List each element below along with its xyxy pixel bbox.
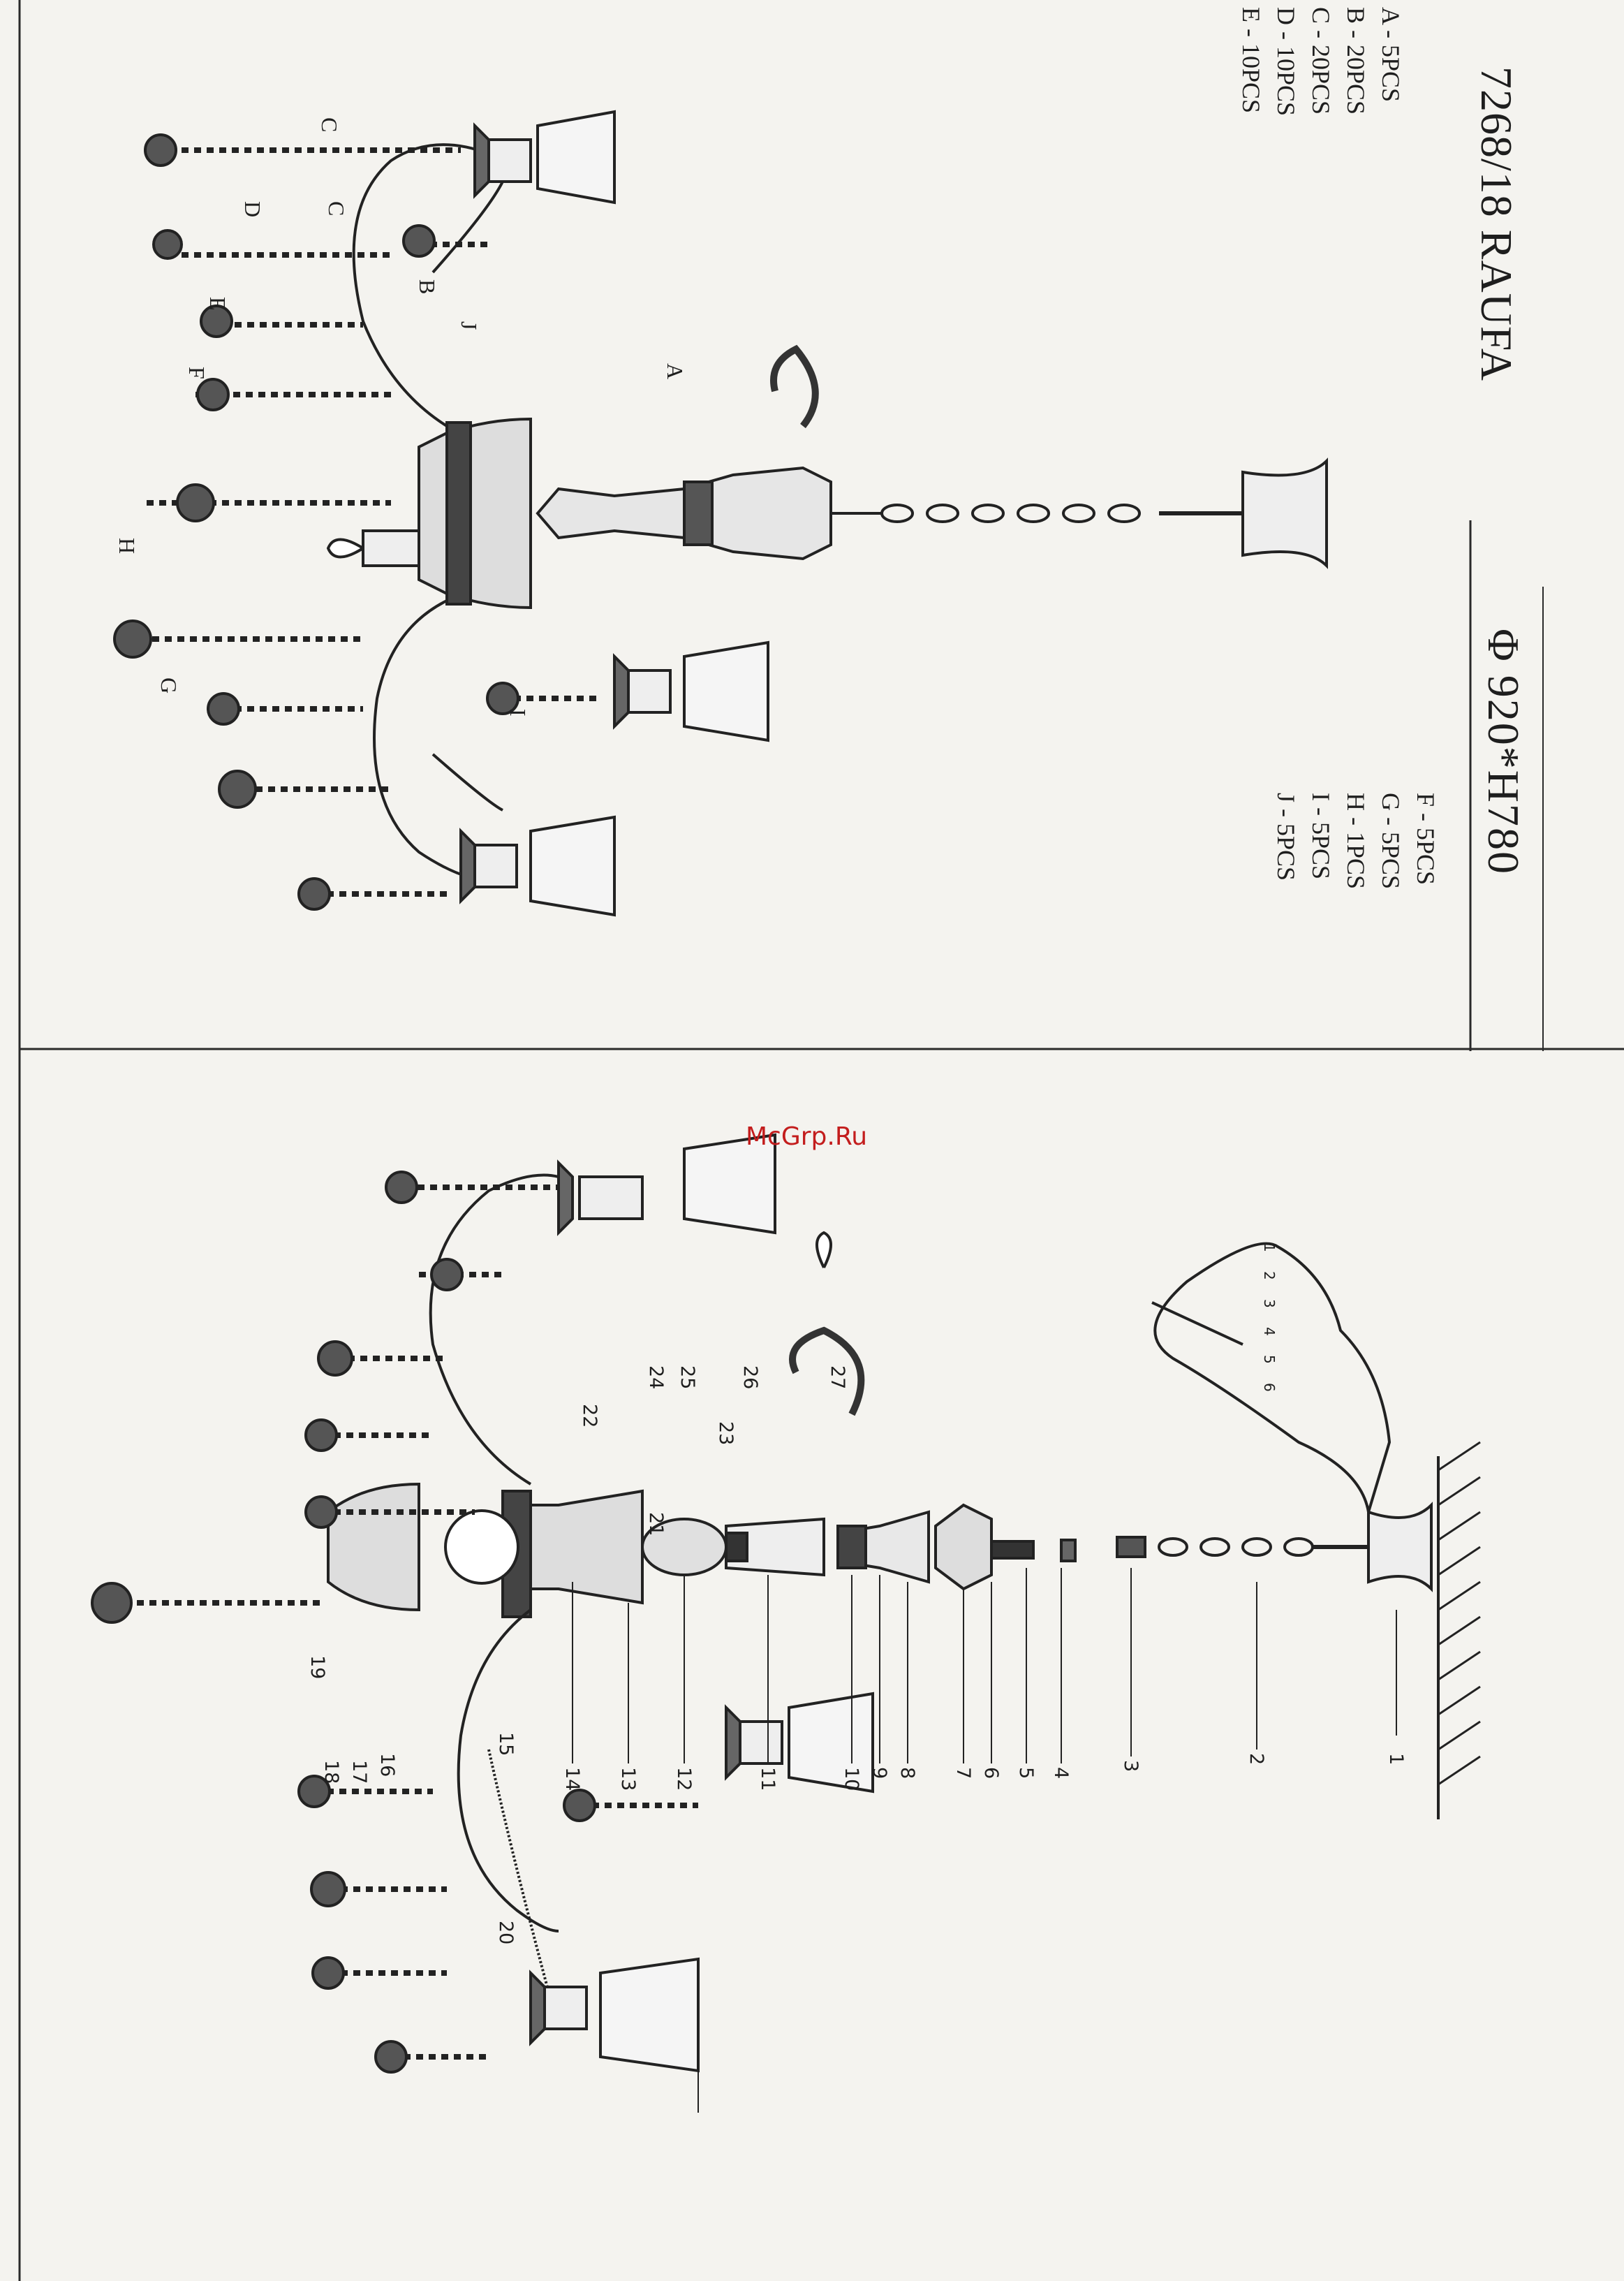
part-letter: H — [114, 538, 140, 554]
part-cup — [936, 1505, 991, 1589]
exploded-strands — [112, 1187, 698, 2057]
body-band — [447, 423, 471, 604]
part-band — [838, 1526, 866, 1568]
part-number: 16 — [376, 1753, 398, 1777]
part-number: 15 — [495, 1732, 517, 1756]
part-letter: A — [662, 363, 688, 379]
spare-bulb — [817, 1233, 831, 1268]
detail-bubble — [1155, 1244, 1389, 1512]
part-letter: G — [156, 677, 182, 694]
part-number: 22 — [579, 1404, 600, 1428]
part-number: 9 — [869, 1767, 890, 1779]
arm-left-lower — [374, 601, 489, 880]
part-letter: I — [505, 709, 531, 717]
detail-number: 5 — [1261, 1355, 1278, 1364]
parts-list-item: E - 10PCS — [1239, 7, 1264, 113]
exploded-chain — [1117, 1537, 1313, 1557]
part-number: 14 — [561, 1767, 583, 1791]
arm-right-upper — [433, 182, 503, 272]
part-number: 17 — [348, 1760, 370, 1784]
detail-shaft — [1152, 1303, 1243, 1344]
part-letter: J — [456, 321, 482, 330]
part-number: 11 — [757, 1767, 778, 1791]
part-number: 4 — [1050, 1767, 1072, 1779]
wiring-detail — [445, 1511, 518, 1583]
part-number: 27 — [827, 1365, 848, 1389]
canopy — [1243, 461, 1327, 566]
arm-right-lower — [433, 754, 503, 810]
exploded-canopy — [1368, 1505, 1431, 1589]
part-pipe — [991, 1541, 1033, 1558]
parts-list-item: F - 5PCS — [1413, 793, 1438, 885]
part-nut — [1061, 1540, 1075, 1561]
part-number: 3 — [1120, 1760, 1142, 1772]
parts-list-item: D - 10PCS — [1274, 7, 1299, 116]
center-bulb — [328, 540, 363, 557]
exploded-drops — [92, 1172, 595, 2072]
part-number: 18 — [320, 1760, 342, 1784]
dimensions-label: Φ 920*H780 — [1477, 629, 1529, 875]
part-number: 5 — [1015, 1767, 1037, 1779]
parts-list-item: A - 5PCS — [1378, 7, 1403, 102]
part-number: 20 — [495, 1921, 517, 1944]
exploded-arm-lower — [459, 1610, 559, 1931]
parts-list-item: C - 20PCS — [1308, 7, 1334, 115]
part-number: 6 — [980, 1767, 1002, 1779]
part-letter: C — [316, 117, 342, 132]
exploded-arm-upper — [431, 1175, 559, 1485]
parts-list-item: G - 5PCS — [1378, 793, 1403, 889]
watermark: McGrp.Ru — [746, 1122, 867, 1151]
part-number: 26 — [739, 1365, 761, 1389]
detail-number: 2 — [1261, 1271, 1278, 1280]
center-band — [684, 482, 712, 545]
part-number: 10 — [841, 1767, 862, 1791]
part-number: 7 — [952, 1767, 974, 1779]
detail-number: 1 — [1261, 1243, 1278, 1252]
part-letter: F — [184, 367, 209, 379]
part-number: 1 — [1385, 1753, 1407, 1765]
part-number: 13 — [617, 1767, 639, 1791]
part-number: 21 — [645, 1512, 667, 1536]
part-number: 12 — [673, 1767, 695, 1791]
part-letter: C — [323, 201, 349, 216]
model-title: 7268/18 RAUFA — [1470, 66, 1522, 381]
scroll-arm-upper — [774, 349, 815, 426]
assembled-view-diagram — [0, 0, 1624, 1048]
part-letter: B — [414, 279, 440, 294]
part-number: 2 — [1246, 1753, 1267, 1765]
part-number: 19 — [307, 1655, 328, 1679]
parts-list-item: J - 5PCS — [1274, 793, 1299, 881]
detail-number: 4 — [1261, 1327, 1278, 1336]
part-letter: D — [239, 201, 265, 217]
parts-list-item: B - 20PCS — [1343, 7, 1368, 115]
ceiling-hatch — [1438, 1442, 1480, 1784]
center-candle — [363, 531, 419, 566]
detail-number: 6 — [1261, 1383, 1278, 1392]
chain — [831, 505, 1139, 522]
part-number: 8 — [896, 1767, 918, 1779]
part-collar — [726, 1533, 747, 1561]
detail-number: 3 — [1261, 1299, 1278, 1308]
exploded-view-diagram — [0, 1051, 1624, 2280]
part-number: 25 — [677, 1365, 698, 1389]
parts-list-item: I - 5PCS — [1308, 793, 1334, 879]
exploded-shades — [531, 1135, 873, 2071]
part-number: 24 — [645, 1365, 667, 1389]
parts-list-item: H - 1PCS — [1343, 793, 1368, 889]
body-bowl — [419, 419, 531, 608]
part-number: 23 — [715, 1421, 737, 1445]
part-letter: E — [205, 297, 230, 311]
bottom-bowl — [328, 1484, 419, 1610]
